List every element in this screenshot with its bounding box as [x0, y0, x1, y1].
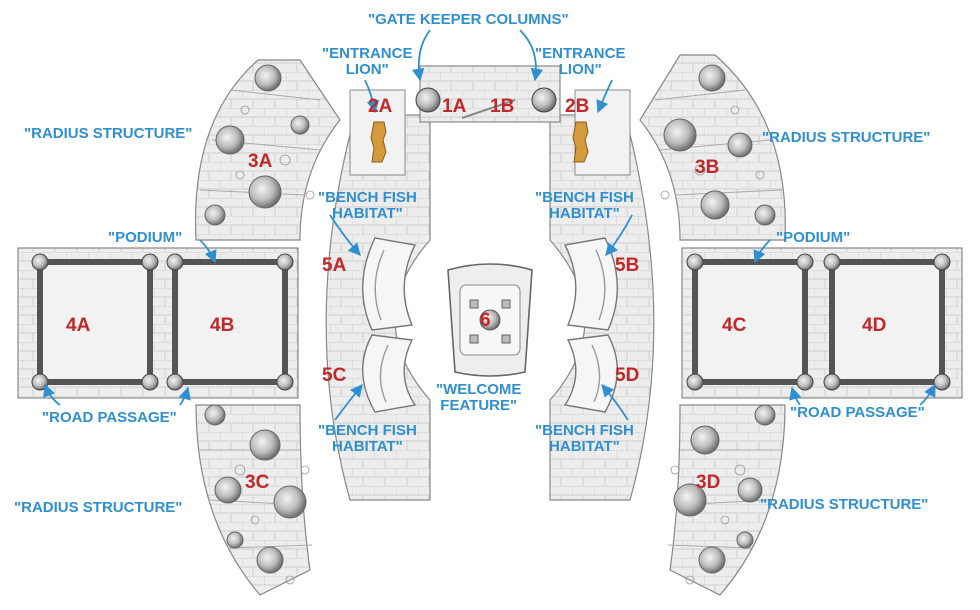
- label-gate-keeper-columns: "GATE KEEPER COLUMNS": [368, 11, 569, 28]
- code-1B: 1B: [490, 96, 515, 117]
- radius-structure-top-right: [639, 54, 786, 241]
- label-podium-right: "PODIUM": [776, 229, 851, 246]
- code-2A: 2A: [368, 96, 393, 117]
- code-4A: 4A: [66, 315, 91, 336]
- code-5D: 5D: [615, 365, 640, 386]
- podium-4D: [823, 253, 951, 391]
- label-radius-structure-top-right: "RADIUS STRUCTURE": [762, 129, 931, 146]
- code-4D: 4D: [862, 315, 887, 336]
- lion-statue-right: [572, 121, 589, 163]
- lion-statue-left: [370, 121, 387, 163]
- label-radius-structure-top-left: "RADIUS STRUCTURE": [24, 125, 193, 142]
- welcome-feature: [447, 263, 533, 377]
- boulders: [204, 64, 776, 574]
- label-radius-structure-bottom-right: "RADIUS STRUCTURE": [760, 496, 929, 513]
- code-5C: 5C: [322, 365, 347, 386]
- label-radius-structure-bottom-left: "RADIUS STRUCTURE": [14, 499, 183, 516]
- podium-4B: [166, 253, 294, 391]
- code-3C: 3C: [245, 472, 270, 493]
- podium-4A: [31, 253, 159, 391]
- code-5A: 5A: [322, 255, 347, 276]
- code-4C: 4C: [722, 315, 747, 336]
- label-podium-left: "PODIUM": [108, 229, 183, 246]
- code-3B: 3B: [695, 157, 720, 178]
- code-3D: 3D: [696, 472, 721, 493]
- code-4B: 4B: [210, 315, 235, 336]
- code-6: 6: [480, 310, 491, 331]
- code-1A: 1A: [442, 96, 467, 117]
- callout-arrows: [43, 29, 936, 421]
- label-road-passage-left: "ROAD PASSAGE": [42, 409, 177, 426]
- small-stones: [234, 105, 765, 585]
- code-2B: 2B: [565, 96, 590, 117]
- code-3A: 3A: [248, 151, 273, 172]
- label-road-passage-right: "ROAD PASSAGE": [790, 404, 925, 421]
- podium-4C: [686, 253, 814, 391]
- code-5B: 5B: [615, 255, 640, 276]
